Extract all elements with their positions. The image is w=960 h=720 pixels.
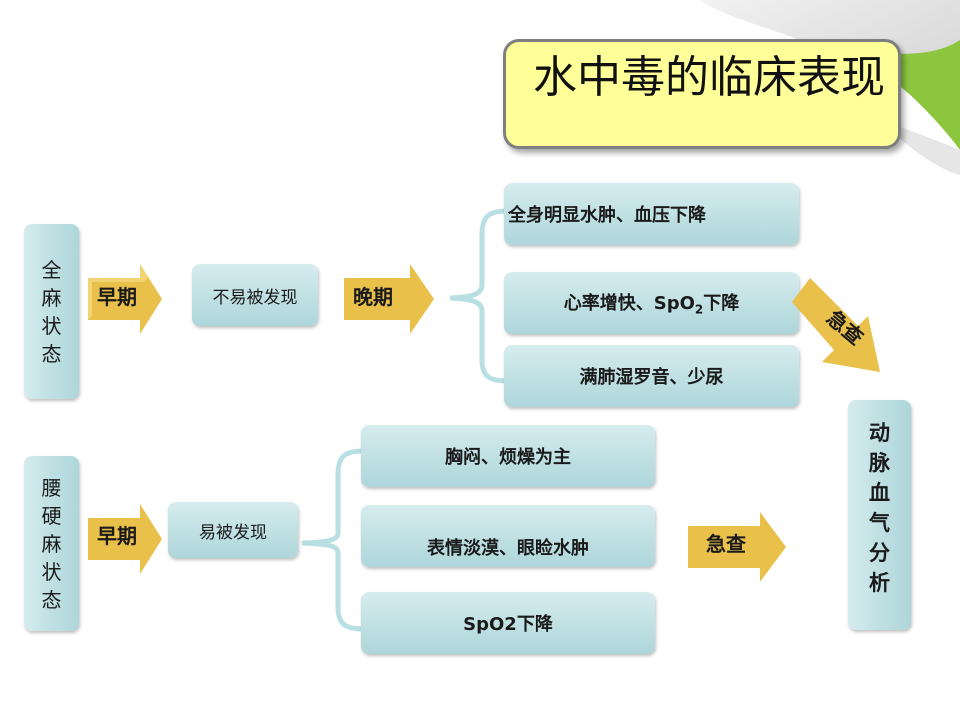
late-symptom-3: 满肺湿罗音、少尿: [579, 367, 724, 388]
spinal-symptom-box-3: SpO2下降: [361, 592, 655, 654]
late-symptom-box-1: 全身明显水肿、血压下降: [504, 183, 799, 245]
late-symptom-box-3: 满肺湿罗音、少尿: [504, 345, 799, 407]
late-symptom-1: 全身明显水肿、血压下降: [508, 205, 706, 226]
blood-gas-label: 动脉血气分析: [869, 421, 890, 595]
general-anesthesia-label: 全麻状态: [41, 257, 62, 366]
spinal-early-note: 易被发现: [199, 522, 267, 543]
spinal-bracket: [301, 448, 365, 632]
spinal-early-note-box: 易被发现: [168, 502, 298, 558]
general-anesthesia-box: 全麻状态: [24, 224, 79, 399]
spinal-check-label: 急查: [706, 532, 746, 556]
page-title: 水中毒的临床表现: [533, 52, 885, 103]
late-symptom-2-text: 心率增快、SpO: [563, 293, 695, 315]
late-symptom-2: 心率增快、SpO2下降: [564, 289, 740, 317]
general-check-arrow: [792, 278, 880, 372]
spinal-early-label: 早期: [97, 524, 137, 548]
general-bracket: [449, 208, 509, 384]
general-early-arrow: [88, 264, 162, 334]
title-box: [503, 39, 901, 149]
general-late-label: 晚期: [353, 285, 393, 309]
late-symptom-box-2: 心率增快、SpO2下降: [504, 272, 799, 334]
general-late-arrow: [344, 264, 434, 334]
spinal-symptom-2: 表情淡漠、眼睑水肿: [427, 538, 589, 559]
spinal-check-arrow: [688, 512, 786, 582]
spinal-symptom-3: SpO2下降: [463, 614, 553, 635]
blood-gas-box: 动脉血气分析: [848, 400, 911, 630]
late-symptom-2-suffix: 下降: [703, 293, 740, 315]
late-symptom-2-subscript: 2: [694, 302, 704, 317]
spinal-symptom-box-1: 胸闷、烦燥为主: [361, 425, 655, 487]
general-early-note: 不易被发现: [212, 287, 298, 308]
general-early-note-box: 不易被发现: [192, 264, 318, 326]
spinal-early-arrow: [88, 504, 162, 574]
spinal-symptom-box-2: 表情淡漠、眼睑水肿: [361, 505, 655, 567]
spinal-symptom-1: 胸闷、烦燥为主: [445, 447, 571, 468]
spinal-anesthesia-label: 腰硬麻状态: [41, 475, 62, 612]
spinal-anesthesia-box: 腰硬麻状态: [24, 456, 79, 631]
general-early-label: 早期: [97, 285, 137, 309]
